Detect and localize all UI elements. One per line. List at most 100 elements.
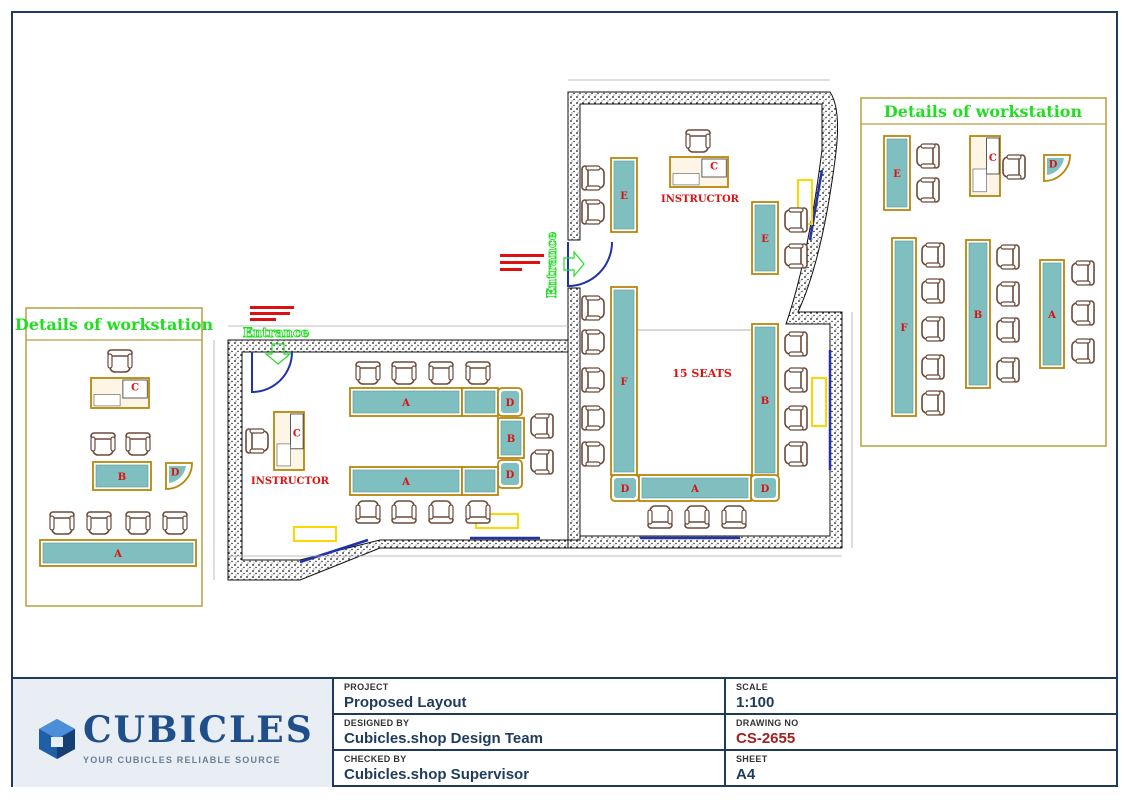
chair: [125, 511, 151, 535]
chair: [391, 500, 417, 524]
workstation-label: E: [893, 169, 901, 180]
workstation-desk: A: [638, 474, 752, 502]
chair: [784, 441, 808, 467]
entrance-right: Entrance: [500, 231, 585, 299]
chair: [581, 441, 605, 467]
workstation-desk: D: [497, 459, 523, 489]
chair: [391, 361, 417, 385]
workstation-label: D: [506, 470, 515, 481]
chair: [921, 278, 945, 304]
workstation-desk: D: [497, 387, 523, 417]
designed-value: Cubicles.shop Design Team: [344, 730, 543, 747]
chair: [1071, 338, 1095, 364]
drawing-no-cell: DRAWING NO CS-2655: [726, 715, 1118, 751]
chair: [1071, 260, 1095, 286]
brand-name: CUBICLES: [83, 709, 314, 751]
workstation-desk: E: [883, 135, 911, 211]
chair: [996, 281, 1020, 307]
chair: [86, 511, 112, 535]
corner-desk: D: [165, 462, 193, 490]
checked-cell: CHECKED BY Cubicles.shop Supervisor: [334, 751, 726, 787]
detail-title-left: Details of workstation: [15, 315, 214, 334]
workstation-label: D: [171, 467, 180, 478]
workstation-label: F: [900, 323, 907, 334]
workstation-label: D: [1049, 159, 1058, 170]
chair: [428, 361, 454, 385]
chair: [916, 177, 940, 203]
project-cell: PROJECT Proposed Layout: [334, 679, 726, 715]
title-block: CUBICLES YOUR CUBICLES RELIABLE SOURCE P…: [13, 677, 1118, 787]
chair: [784, 207, 808, 233]
chair: [125, 432, 151, 456]
chair: [355, 361, 381, 385]
workstation-label: C: [131, 383, 139, 394]
chair: [581, 295, 605, 321]
brand-tagline: YOUR CUBICLES RELIABLE SOURCE: [83, 755, 281, 765]
workstation-desk: E: [751, 201, 779, 275]
cube-logo-icon: [39, 719, 75, 759]
workstation-label: E: [620, 191, 628, 202]
entrance-left: Entrance: [242, 306, 310, 365]
workstation-desk: A: [349, 387, 463, 417]
workstation-desk: E: [610, 157, 638, 233]
chair: [49, 511, 75, 535]
instructor-label-right: INSTRUCTOR: [661, 194, 740, 205]
chair: [1002, 154, 1026, 180]
chair: [162, 511, 188, 535]
drawing-no-value: CS-2655: [736, 730, 796, 747]
chair: [581, 329, 605, 355]
yellow-elements: [293, 179, 827, 542]
instructor-label-left: INSTRUCTOR: [251, 476, 330, 487]
svg-text:Entrance: Entrance: [545, 232, 560, 298]
workstation-desk: C: [969, 135, 1001, 197]
workstation-desk: C: [273, 411, 305, 471]
sheet-border: [11, 11, 1118, 787]
workstation-label: B: [118, 472, 126, 483]
workstation-desk: A: [1039, 259, 1065, 369]
chair: [465, 500, 491, 524]
chair: [996, 317, 1020, 343]
chair: [784, 243, 808, 269]
workstation-desk: F: [891, 237, 917, 417]
workstation-label: C: [989, 153, 997, 164]
chair: [530, 413, 554, 439]
workstation-desk: D: [610, 474, 640, 502]
workstation-desk: [461, 466, 499, 496]
workstation-label: A: [401, 398, 410, 409]
chair: [428, 500, 454, 524]
workstation-label: A: [401, 477, 410, 488]
chair: [355, 500, 381, 524]
workstation-label: D: [621, 484, 630, 495]
workstation-label: C: [293, 428, 301, 439]
chair: [996, 357, 1020, 383]
workstation-label: E: [761, 234, 769, 245]
chair: [685, 129, 711, 153]
chair: [581, 165, 605, 191]
workstation-label: A: [113, 549, 122, 560]
chair: [1071, 300, 1095, 326]
checked-value: Cubicles.shop Supervisor: [344, 766, 530, 783]
workstation-desk: [461, 387, 499, 417]
sheet-value: A4: [736, 766, 756, 783]
workstation-desk: B: [497, 417, 525, 459]
walls: [227, 91, 843, 581]
chair: [921, 242, 945, 268]
logo: CUBICLES YOUR CUBICLES RELIABLE SOURCE: [13, 679, 334, 787]
chair: [784, 405, 808, 431]
svg-text:Entrance: Entrance: [243, 326, 309, 341]
workstation-label: A: [690, 484, 699, 495]
detail-panel-left: Details of workstation C B D A: [15, 307, 214, 607]
workstation-desk: C: [669, 156, 729, 188]
chair: [647, 505, 673, 529]
workstation-label: C: [710, 162, 718, 173]
chair: [107, 349, 133, 373]
scale-cell: SCALE 1:100: [726, 679, 1118, 715]
workstation-label: A: [1047, 310, 1056, 321]
chair: [721, 505, 747, 529]
dimension-lines: [213, 79, 853, 580]
chair: [784, 331, 808, 357]
chair: [465, 361, 491, 385]
workstation-label: D: [506, 398, 515, 409]
